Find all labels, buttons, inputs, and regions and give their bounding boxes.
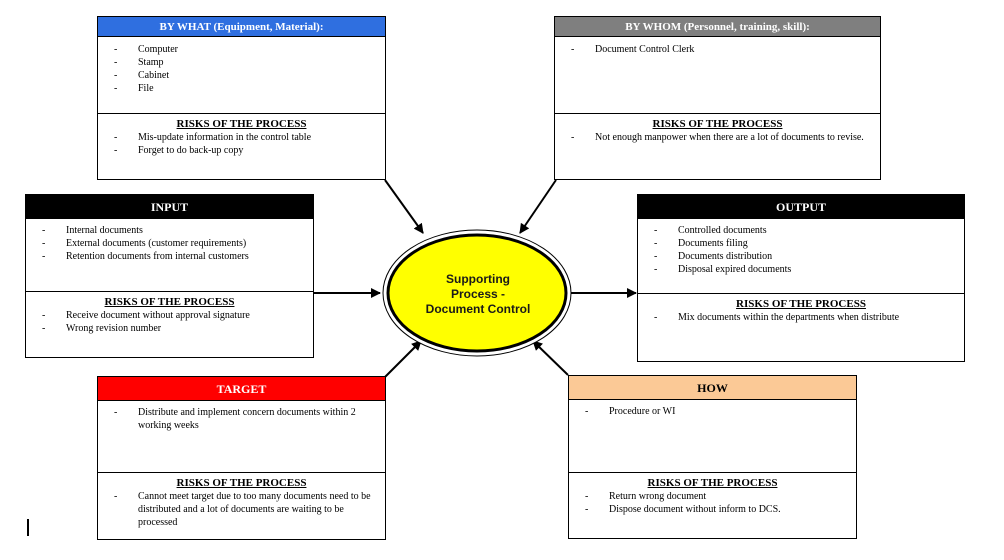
text-cursor: [27, 519, 29, 536]
list-item: Computer: [98, 43, 385, 56]
by-whom-box: BY WHOM (Personnel, training, skill): Do…: [554, 16, 881, 180]
by-what-risk-section: RISKS OF THE PROCESS Mis-update informat…: [98, 113, 385, 157]
how-risk-section: RISKS OF THE PROCESS Return wrong docume…: [569, 472, 856, 516]
output-risk-section: RISKS OF THE PROCESS Mix documents withi…: [638, 293, 964, 324]
by-what-risk-list: Mis-update information in the control ta…: [98, 131, 385, 157]
output-list: Controlled documentsDocuments filingDocu…: [638, 219, 964, 276]
how-risk-title: RISKS OF THE PROCESS: [647, 477, 778, 489]
list-item: Distribute and implement concern documen…: [98, 406, 385, 432]
target-risk-title: RISKS OF THE PROCESS: [176, 477, 307, 489]
arrow-by-whom-to-center: [519, 179, 557, 234]
list-item: Wrong revision number: [26, 322, 313, 335]
list-item: Procedure or WI: [569, 405, 856, 418]
target-list: Distribute and implement concern documen…: [98, 401, 385, 432]
list-item: Receive document without approval signat…: [26, 309, 313, 322]
list-item: Controlled documents: [638, 224, 964, 237]
list-item: Cannot meet target due to too many docum…: [98, 490, 385, 529]
input-risk-section: RISKS OF THE PROCESS Receive document wi…: [26, 291, 313, 335]
how-header: HOW: [569, 376, 856, 400]
center-line-3: Document Control: [425, 302, 531, 316]
by-whom-risk-section: RISKS OF THE PROCESS Not enough manpower…: [555, 113, 880, 144]
how-risk-list: Return wrong documentDispose document wi…: [569, 490, 856, 516]
list-item: Dispose document without inform to DCS.: [569, 503, 856, 516]
by-what-header: BY WHAT (Equipment, Material):: [98, 17, 385, 37]
by-whom-risk-title: RISKS OF THE PROCESS: [652, 118, 783, 130]
arrow-by-what-to-center: [384, 179, 424, 234]
center-line-1: Supporting: [446, 272, 510, 286]
list-item: Internal documents: [26, 224, 313, 237]
list-item: Document Control Clerk: [555, 43, 880, 56]
list-item: Mix documents within the departments whe…: [638, 311, 964, 324]
list-item: Documents filing: [638, 237, 964, 250]
how-list: Procedure or WI: [569, 400, 856, 418]
center-process-label: Supporting Process - Document Control: [390, 272, 566, 317]
output-risk-list: Mix documents within the departments whe…: [638, 311, 964, 324]
list-item: File: [98, 82, 385, 95]
list-item: Stamp: [98, 56, 385, 69]
how-box: HOW Procedure or WI RISKS OF THE PROCESS…: [568, 375, 857, 539]
by-whom-header: BY WHOM (Personnel, training, skill):: [555, 17, 880, 37]
target-header: TARGET: [98, 377, 385, 401]
arrow-how-to-center: [532, 340, 569, 376]
output-risk-title: RISKS OF THE PROCESS: [736, 298, 866, 310]
list-item: Forget to do back-up copy: [98, 144, 385, 157]
by-what-list: ComputerStampCabinetFile: [98, 37, 385, 95]
input-header: INPUT: [26, 195, 313, 219]
target-box: TARGET Distribute and implement concern …: [97, 376, 386, 540]
list-item: Not enough manpower when there are a lot…: [555, 131, 880, 144]
center-line-2: Process -: [450, 287, 506, 301]
list-item: Documents distribution: [638, 250, 964, 263]
input-risk-list: Receive document without approval signat…: [26, 309, 313, 335]
list-item: Disposal expired documents: [638, 263, 964, 276]
target-risk-section: RISKS OF THE PROCESS Cannot meet target …: [98, 472, 385, 529]
by-what-risk-title: RISKS OF THE PROCESS: [176, 118, 307, 130]
output-box: OUTPUT Controlled documentsDocuments fil…: [637, 194, 965, 362]
output-header: OUTPUT: [638, 195, 964, 219]
by-whom-list: Document Control Clerk: [555, 37, 880, 56]
input-risk-title: RISKS OF THE PROCESS: [104, 296, 235, 308]
list-item: Cabinet: [98, 69, 385, 82]
by-whom-risk-list: Not enough manpower when there are a lot…: [555, 131, 880, 144]
list-item: Return wrong document: [569, 490, 856, 503]
target-risk-list: Cannot meet target due to too many docum…: [98, 490, 385, 529]
list-item: External documents (customer requirement…: [26, 237, 313, 250]
list-item: Mis-update information in the control ta…: [98, 131, 385, 144]
arrow-target-to-center: [384, 340, 422, 378]
input-box: INPUT Internal documentsExternal documen…: [25, 194, 314, 358]
by-what-box: BY WHAT (Equipment, Material): ComputerS…: [97, 16, 386, 180]
list-item: Retention documents from internal custom…: [26, 250, 313, 263]
center-ellipse: [386, 233, 568, 353]
input-list: Internal documentsExternal documents (cu…: [26, 219, 313, 263]
